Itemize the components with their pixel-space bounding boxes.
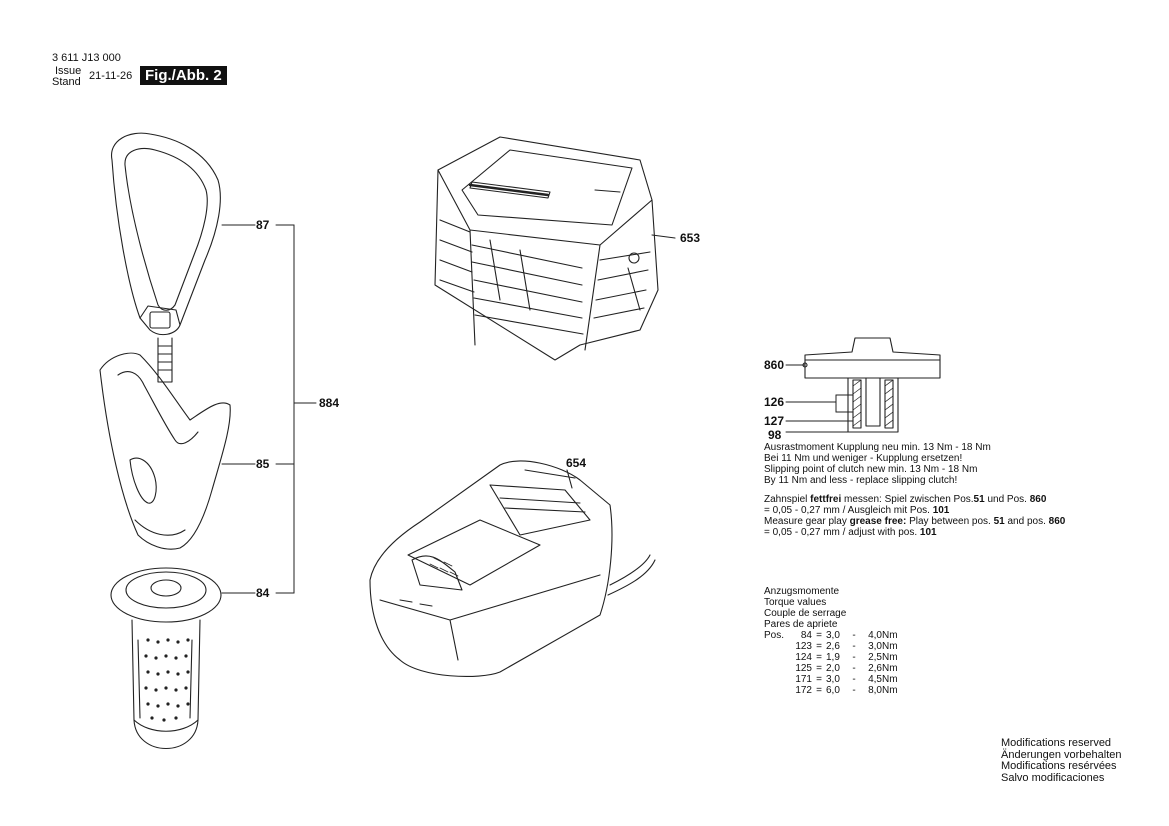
modifications-notice: Modifications reserved Änderungen vorbeh… [1001, 737, 1122, 784]
equals-sign: = [816, 663, 822, 674]
issue-date: 21-11-26 [89, 70, 133, 82]
torque-min: 3,0 [826, 674, 840, 685]
range-dash: - [852, 641, 856, 652]
torque-unit: Nm [882, 652, 898, 663]
leader-lines-handle [221, 224, 317, 594]
clutch-section-diagram [785, 337, 941, 433]
part-84-grip [110, 567, 222, 750]
equals-sign: = [816, 652, 822, 663]
torque-position: 125 [795, 663, 812, 674]
footer-line: Modifications reserved [1001, 737, 1112, 749]
torque-position: 171 [795, 674, 812, 685]
callout-860: 860 [764, 358, 785, 372]
callout-84: 84 [256, 586, 270, 600]
callout-98: 98 [768, 428, 782, 442]
torque-position: 123 [795, 641, 812, 652]
equals-sign: = [816, 630, 822, 641]
part-654-charger [369, 460, 656, 678]
torque-position: 172 [795, 685, 812, 696]
pos-label [764, 685, 790, 696]
torque-max: 4,5 [868, 674, 882, 685]
torque-title: Pares de apriete [764, 619, 838, 630]
range-dash: - [852, 674, 856, 685]
torque-max: 2,5 [868, 652, 882, 663]
torque-unit: Nm [882, 685, 898, 696]
footer-line: Salvo modificaciones [1001, 771, 1105, 784]
clutch-note-line: Bei 11 Nm und weniger - Kupplung ersetze… [764, 453, 963, 464]
torque-max: 2,6 [868, 663, 882, 674]
clutch-note-line: By 11 Nm and less - replace slipping clu… [764, 475, 958, 486]
pos-label [764, 652, 790, 663]
pos-label [764, 663, 790, 674]
torque-max: 8,0 [868, 685, 882, 696]
torque-max: 3,0 [868, 641, 882, 652]
gear-note-line-de-2: = 0,05 - 0,27 mm / Ausgleich mit Pos. 10… [764, 505, 950, 516]
part-85-handle-shell [99, 352, 231, 550]
range-dash: - [852, 630, 856, 641]
part-87-handle-bracket [111, 132, 221, 383]
torque-min: 6,0 [826, 685, 840, 696]
gear-note-line-de: Zahnspiel fettfrei messen: Spiel zwische… [764, 494, 1047, 505]
torque-position: 124 [795, 652, 812, 663]
figure-label: Fig./Abb. 2 [140, 66, 227, 85]
torque-unit: Nm [882, 663, 898, 674]
torque-min: 2,6 [826, 641, 840, 652]
torque-unit: Nm [882, 641, 898, 652]
callout-653: 653 [680, 231, 701, 245]
torque-title: Couple de serrage [764, 608, 847, 619]
torque-min: 3,0 [826, 630, 840, 641]
gear-play-note: Zahnspiel fettfrei messen: Spiel zwische… [764, 494, 1065, 538]
part-653-battery-pack [434, 136, 676, 361]
clutch-note-line: Ausrastmoment Kupplung neu min. 13 Nm - … [764, 442, 991, 453]
range-dash: - [852, 652, 856, 663]
callout-87: 87 [256, 218, 270, 232]
gear-note-line-en: Measure gear play grease free: Play betw… [764, 516, 1066, 527]
torque-unit: Nm [882, 674, 898, 685]
torque-max: 4,0 [868, 630, 882, 641]
footer-line: Modifications resérvées [1001, 760, 1117, 772]
gear-note-line-en-2: = 0,05 - 0,27 mm / adjust with pos. 101 [764, 527, 937, 538]
torque-title: Torque values [764, 597, 827, 608]
torque-position: 84 [800, 630, 812, 641]
callout-654: 654 [566, 456, 587, 470]
callout-127: 127 [764, 414, 785, 428]
torque-min: 1,9 [826, 652, 840, 663]
pos-label: Pos. [764, 630, 785, 641]
clutch-torque-note: Ausrastmoment Kupplung neu min. 13 Nm - … [764, 442, 991, 486]
pos-label [764, 641, 790, 652]
torque-title: Anzugsmomente [764, 586, 840, 597]
stand-label: Stand [52, 76, 81, 88]
torque-values-table: Anzugsmomente Torque values Couple de se… [764, 586, 902, 696]
equals-sign: = [816, 674, 822, 685]
callout-126: 126 [764, 395, 785, 409]
footer-line: Änderungen vorbehalten [1001, 748, 1122, 761]
range-dash: - [852, 685, 856, 696]
pos-label [764, 674, 790, 685]
equals-sign: = [816, 685, 822, 696]
issue-label: Issue [55, 65, 82, 77]
clutch-note-line: Slipping point of clutch new min. 13 Nm … [764, 464, 978, 475]
callout-85: 85 [256, 457, 270, 471]
torque-min: 2,0 [826, 663, 840, 674]
document-number: 3 611 J13 000 [52, 52, 121, 64]
torque-unit: Nm [882, 630, 898, 641]
callout-884: 884 [319, 396, 340, 410]
equals-sign: = [816, 641, 822, 652]
range-dash: - [852, 663, 856, 674]
